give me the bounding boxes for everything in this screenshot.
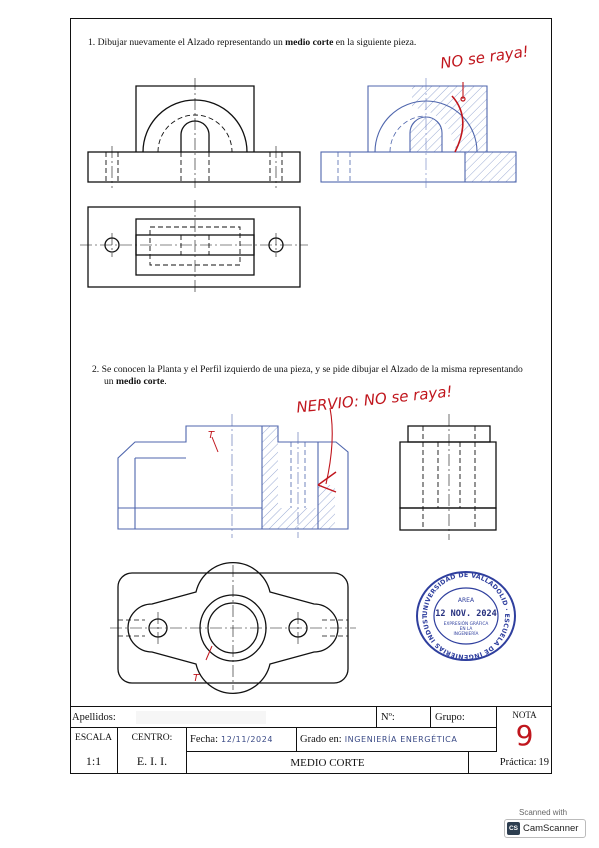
apellidos-field[interactable] <box>135 710 266 724</box>
ex1-elevation-original <box>87 78 301 188</box>
stamp-dept-line3: INGENIERÍA <box>454 630 479 637</box>
nota-value: 9 <box>515 719 534 752</box>
grado-value: INGENIERÍA ENERGÉTICA <box>344 735 458 744</box>
exercise-2-statement: 2. Se conocen la Planta y el Perfil izqu… <box>92 364 523 387</box>
centro-label: CENTRO: <box>131 733 173 744</box>
title-block: Apellidos: Nº: Grupo: NOTA 9 ESCALA 1:1 … <box>70 706 552 774</box>
grado-cell: Grado en: INGENIERÍA ENERGÉTICA <box>297 727 497 751</box>
ex2-plan-view <box>110 562 356 694</box>
camscanner-watermark: Scanned with CS CamScanner <box>500 808 586 838</box>
centro-value: E. I. I. <box>136 753 168 768</box>
ex1-annotation-no-se-raya: NO se raya! <box>439 42 530 72</box>
numero-label: Nº: <box>381 711 395 723</box>
drawing-sheet-border <box>70 18 552 774</box>
university-stamp: UNIVERSIDAD DE VALLADOLID · ESCUELA DE I… <box>414 570 516 661</box>
scanned-with-caption: Scanned with <box>518 808 568 817</box>
ex1-plan-view <box>80 200 308 294</box>
apellidos-cell: Apellidos: <box>70 706 377 727</box>
ex2-mark-t-top: T <box>208 430 215 441</box>
centro-cell: CENTRO: E. I. I. <box>118 727 187 774</box>
escala-value: 1:1 <box>85 753 102 768</box>
ex2-left-profile <box>399 414 497 540</box>
grupo-cell: Grupo: <box>431 706 497 727</box>
grupo-label: Grupo: <box>435 711 465 723</box>
practica-text: Práctica: 19 <box>472 751 552 774</box>
apellidos-label: Apellidos: <box>72 711 116 723</box>
fecha-label: Fecha: <box>190 734 218 745</box>
practica-cell <box>469 751 497 774</box>
stamp-date: 12 NOV. 2024 <box>435 609 496 619</box>
exercise-1-statement: 1. Dibujar nuevamente el Alzado represen… <box>88 37 417 48</box>
ex1-half-section-answer <box>320 78 517 188</box>
ex2-mark-t-bottom: T <box>193 673 200 684</box>
camscanner-logo-icon: CS <box>507 822 520 835</box>
stamp-area: AREA <box>458 597 475 604</box>
numero-cell: Nº: <box>377 706 431 727</box>
fecha-cell: Fecha: 12/11/2024 <box>187 727 297 751</box>
escala-label: ESCALA <box>75 733 112 744</box>
practica-value: 19 <box>538 757 550 768</box>
escala-cell: ESCALA 1:1 <box>70 727 118 774</box>
titulo-cell: MEDIO CORTE <box>187 751 469 774</box>
nota-label: NOTA <box>512 710 537 720</box>
stamp-dept-line1: EXPRESIÓN GRÁFICA <box>444 620 489 627</box>
camscanner-badge: CS CamScanner <box>504 819 586 838</box>
practica-label: Práctica: <box>499 757 537 768</box>
ex2-annotation-nervio: NERVIO: NO se raya! <box>296 382 454 416</box>
stamp-dept-line2: EN LA <box>460 626 473 632</box>
drawing-title: MEDIO CORTE <box>290 757 365 769</box>
camscanner-brand: CamScanner <box>523 823 579 834</box>
nota-cell: NOTA 9 <box>497 706 552 774</box>
fecha-value: 12/11/2024 <box>221 735 274 744</box>
grado-label: Grado en: <box>300 734 342 745</box>
ex2-half-section-answer <box>117 407 349 538</box>
